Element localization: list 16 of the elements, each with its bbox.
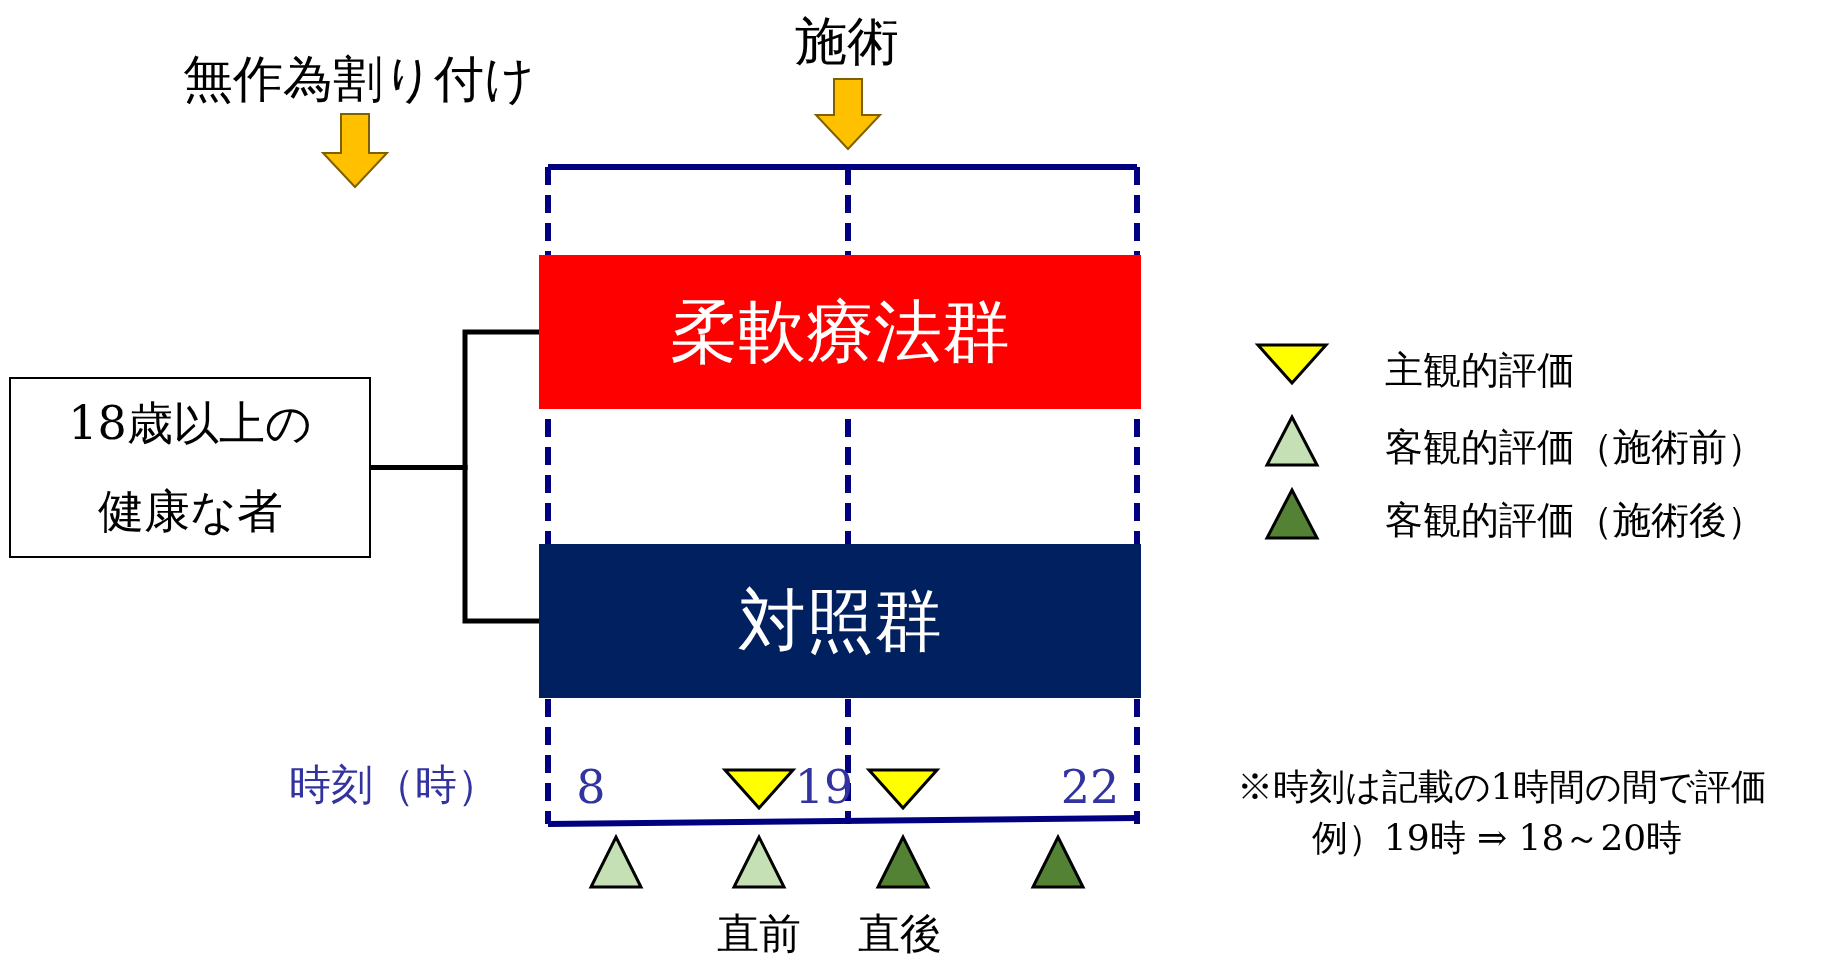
group-bar: 柔軟療法群 [539, 255, 1141, 409]
note-text: 例）19時 ⇒ 18～20時 [1311, 820, 1683, 856]
axis-label: 時刻（時） [289, 764, 499, 806]
heading-label: 無作為割り付け [183, 54, 535, 104]
group-bar: 対照群 [539, 544, 1141, 698]
note-text: ※時刻は記載の1時間の間で評価 [1236, 769, 1768, 805]
tick-label: 22 [1060, 764, 1120, 810]
subject-box: 18歳以上の健康な者 [9, 377, 371, 558]
legend-text: 主観的評価 [1385, 351, 1575, 389]
marker-label: 直前 [717, 913, 801, 955]
tick-label: 8 [576, 764, 606, 810]
heading-label: 施術 [795, 15, 899, 67]
legend-text: 客観的評価（施術後） [1385, 501, 1765, 539]
legend-text: 客観的評価（施術前） [1385, 428, 1765, 466]
marker-label: 直後 [858, 913, 942, 955]
tick-label: 19 [794, 764, 854, 810]
